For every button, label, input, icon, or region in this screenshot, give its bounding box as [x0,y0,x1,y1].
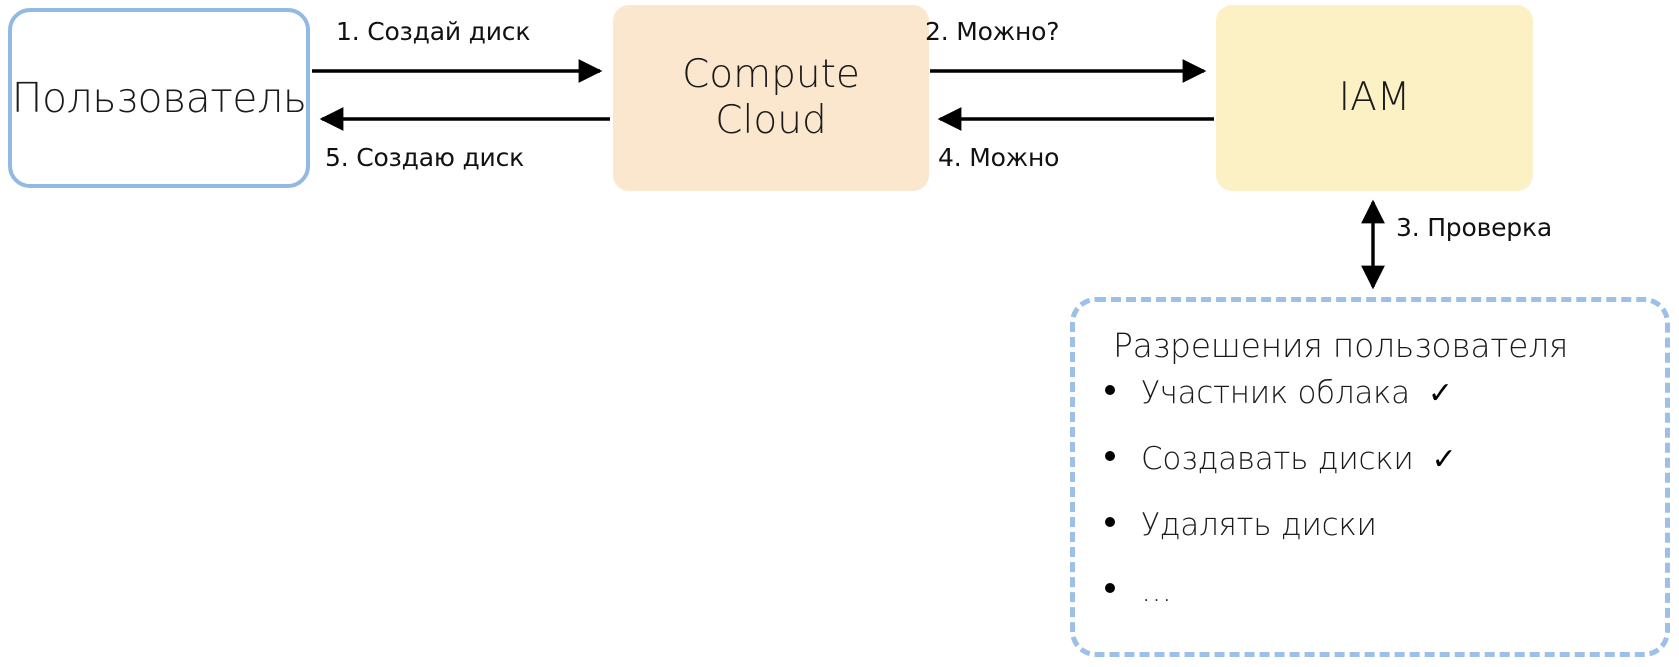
panel-user-permissions: Разрешения пользователя Участник облака ✓… [1070,297,1670,657]
panel-title: Разрешения пользователя [1113,326,1569,365]
check-icon: ✓ [1427,376,1453,411]
bullet-icon [1105,451,1115,461]
permissions-list: Участник облака ✓ Создавать диски ✓ Удалять … [1105,375,1645,639]
bullet-icon [1105,385,1115,395]
permission-item: Участник облака ✓ [1105,375,1645,441]
edge-label-2-allowed-question: 2. Можно? [925,17,1060,46]
check-icon: ✓ [1431,442,1457,477]
edge-label-5-creating-disk: 5. Создаю диск [325,143,525,172]
node-user[interactable]: Пользователь [8,8,310,188]
edge-label-4-allowed: 4. Можно [938,143,1060,172]
bullet-icon [1105,517,1115,527]
node-iam[interactable]: IAM [1216,5,1533,191]
permission-label: Удалять диски [1141,507,1377,543]
permission-item: Удалять диски [1105,507,1645,573]
permission-item: … [1105,573,1645,639]
bullet-icon [1105,583,1115,593]
node-compute-cloud[interactable]: Compute Cloud [613,5,929,191]
permission-label: … [1141,573,1172,609]
permission-item: Создавать диски ✓ [1105,441,1645,507]
edge-label-1-create-disk: 1. Создай диск [336,17,531,46]
permission-label: Участник облака [1141,375,1410,411]
edge-label-3-check: 3. Проверка [1396,213,1552,242]
permission-label: Создавать диски [1141,441,1414,477]
